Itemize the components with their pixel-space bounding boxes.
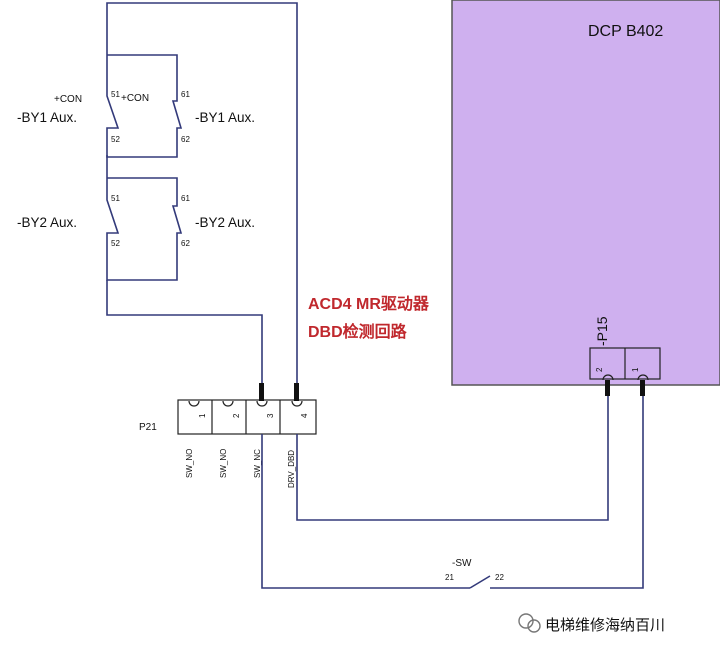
- by2-pin-61: 61: [181, 194, 190, 203]
- dcp-title: DCP B402: [588, 23, 663, 40]
- p21-terminal-3: [259, 383, 264, 401]
- p21-signal-3: SW_NC: [253, 449, 262, 478]
- con-label-inner: +CON: [121, 93, 149, 104]
- relay-by2: [106, 177, 183, 281]
- p21-pin-1: 1: [198, 413, 207, 418]
- wire-top-loop: [106, 2, 298, 383]
- by1-label-right: -BY1 Aux.: [195, 110, 255, 125]
- p15-pin-1: 1: [631, 367, 640, 372]
- p21-signal-2: SW_NO: [219, 449, 228, 478]
- p21-signal-4: DRV_DBD: [287, 450, 296, 488]
- by2-pin-52: 52: [111, 239, 120, 248]
- p15-pin-2: 2: [595, 367, 604, 372]
- switch-contact: [469, 575, 491, 589]
- p15-label: -P15: [594, 316, 610, 346]
- wechat-icon: [518, 613, 541, 633]
- wire-drv-dbd: [296, 396, 609, 521]
- by1-pin-51: 51: [111, 90, 120, 99]
- watermark-text: 电梯维修海纳百川: [545, 617, 665, 634]
- p15-terminal-2: [605, 380, 610, 396]
- wire-sw-nc: [261, 434, 470, 589]
- by1-pin-62: 62: [181, 135, 190, 144]
- p21-signal-1: SW_NO: [185, 449, 194, 478]
- p21-pin-3: 3: [266, 413, 275, 418]
- p21-connector: [177, 399, 317, 435]
- p21-pin-2: 2: [232, 413, 241, 418]
- by2-pin-51: 51: [111, 194, 120, 203]
- by1-pin-61: 61: [181, 90, 190, 99]
- p21-terminal-4: [294, 383, 299, 401]
- by2-label-right: -BY2 Aux.: [195, 215, 255, 230]
- by1-pin-52: 52: [111, 135, 120, 144]
- switch-pin-21: 21: [445, 573, 454, 582]
- wire-left-down: [106, 280, 263, 383]
- switch-label: -SW: [452, 558, 472, 569]
- p21-pin-4: 4: [300, 413, 309, 418]
- p21-label: P21: [139, 422, 157, 433]
- by1-label-left: -BY1 Aux.: [17, 110, 77, 125]
- dcp-board: [451, 0, 720, 386]
- by2-label-left: -BY2 Aux.: [17, 215, 77, 230]
- wire-switch-right: [490, 396, 644, 589]
- relay-by1: [106, 54, 183, 178]
- switch-pin-22: 22: [495, 573, 504, 582]
- note-dbd: DBD检测回路: [308, 322, 408, 341]
- by2-pin-62: 62: [181, 239, 190, 248]
- con-label-left: +CON: [54, 94, 82, 105]
- p15-terminal-1: [640, 380, 645, 396]
- note-acd4: ACD4 MR驱动器: [308, 295, 430, 313]
